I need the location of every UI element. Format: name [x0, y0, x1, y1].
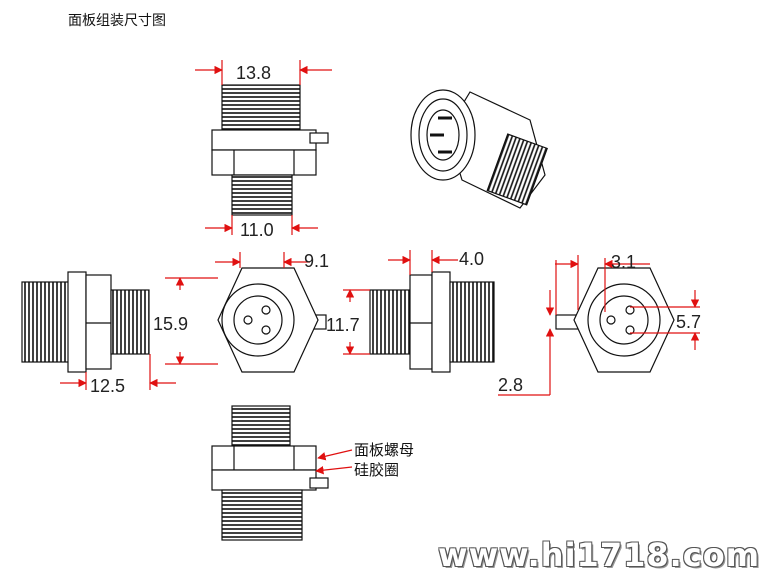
dim-13-8: 13.8 — [236, 63, 271, 83]
dim-2-8: 2.8 — [498, 375, 523, 395]
rear-side-view — [369, 271, 495, 373]
dim-12-5: 12.5 — [90, 376, 125, 396]
dim-3-1: 3.1 — [611, 252, 636, 272]
assembly-drawing: 13.8 11.0 12.5 — [21, 60, 701, 541]
dim-15-9: 15.9 — [153, 314, 188, 334]
callouts — [315, 449, 353, 475]
page-title: 面板组装尺寸图 — [68, 13, 166, 29]
top-view — [211, 84, 329, 216]
dim-side — [60, 354, 176, 390]
watermark: www.hi1718.com — [438, 536, 760, 574]
dim-5-7: 5.7 — [676, 312, 701, 332]
front-view — [217, 267, 327, 373]
rear-face-view — [555, 267, 675, 373]
side-view — [21, 271, 150, 373]
label-silicone-ring: 硅胶圈 — [354, 461, 400, 479]
bottom-view — [211, 405, 329, 541]
isometric-view — [410, 89, 548, 209]
dim-9-1: 9.1 — [304, 251, 329, 271]
dim-11-7: 11.7 — [326, 315, 360, 335]
dim-front — [165, 252, 310, 365]
dim-top — [195, 60, 332, 235]
dim-11-0: 11.0 — [240, 220, 274, 240]
dim-rear — [343, 250, 458, 355]
dim-4-0: 4.0 — [459, 249, 484, 269]
label-panel-nut: 面板螺母 — [354, 441, 415, 459]
dim-rear-face — [498, 255, 700, 396]
